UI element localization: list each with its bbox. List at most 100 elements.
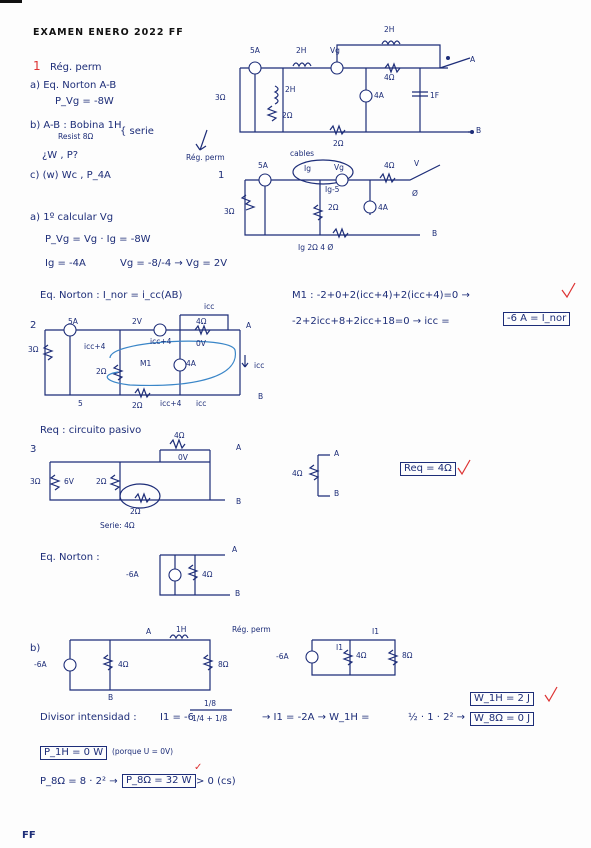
norton-wires [159,554,230,596]
page-title: EXAMEN ENERO 2022 FF [33,27,184,38]
tc-2R-a: 2Ω [282,111,293,120]
p8r-box: P_8Ω = 32 W [122,774,196,788]
pa-l1: a) 1º calcular Vg [30,212,114,223]
req-2R: 2Ω [96,477,107,486]
p1h-box: P_1H = 0 W [40,746,108,760]
divisor-num: 1/8 [204,699,217,708]
norton-title: Eq. Norton : [40,552,100,563]
mesh-result-box: -6 A = I_nor [503,312,571,326]
part-b-serie: { serie [120,126,154,137]
pb-rp: Rég. perm [232,625,271,634]
check-mark: ✓ [194,762,203,773]
c2-icc: icc [204,302,215,311]
pb-8R-r: 8Ω [402,651,413,660]
c2-number: 2 [30,320,37,331]
c2-icc4: icc+4 [84,342,106,351]
tc-2H: 2H [296,46,307,55]
req-3R: 3Ω [30,477,41,486]
c2-4A: 4A [186,359,196,368]
c2-2V: 2V [132,317,142,326]
p1h-note: (porque U = 0V) [112,747,174,756]
tc-1F: 1F [430,91,440,100]
divisor-eq2: → I1 = -2A → W_1H = [262,712,370,723]
req-eq-A: A [334,449,340,458]
c1-bottom: Ig 2Ω 4 Ø [298,243,334,252]
pa-l5: Eq. Norton : I_nor = i_cc(AB) [40,290,183,301]
req-B: B [236,497,242,506]
p8r-note: > 0 (cs) [196,776,236,787]
norton-4R: 4Ω [202,570,213,579]
partb-right-wires [311,639,399,676]
c2-icc4c: icc+4 [160,399,182,408]
pb-6A-r: -6A [276,652,289,661]
pb-4R: 4Ω [118,660,129,669]
mesh-eq2: -2+2icc+8+2icc+18=0 → icc = [292,316,450,327]
divisor-den: 1/4 + 1/8 [192,714,228,723]
part-b-question: ¿W , P? [42,150,79,161]
c2-B: B [258,392,264,401]
tc-2H-b: 2H [384,25,395,34]
pb-A: A [146,627,152,636]
divisor-eq1: I1 = -6 · [160,712,201,723]
c1-B: B [432,229,438,238]
c2-icc4b: icc+4 [150,337,172,346]
pb-I1: I1 [372,627,379,636]
c2-2R: 2Ω [96,367,107,376]
problem-number: 1 [33,59,41,73]
req-eq-B: B [334,489,340,498]
w8r-box: W_8Ω = 0 J [470,712,535,726]
req-number: 3 [30,444,37,455]
top-circuit-wires [239,40,471,136]
part-a-line: a) Eq. Norton A-B [30,80,117,91]
c2-A: A [246,321,252,330]
c2-M1: M1 [140,359,152,368]
c1-Ig-5: Ig-5 [325,185,340,194]
circuit3-wires [49,438,330,509]
part-c-line: c) (w) Wc , P_4A [30,170,111,181]
req-title: Req : circuito pasivo [40,425,142,436]
tc-B: B [476,126,482,135]
c1-4A: 4A [378,203,388,212]
tc-Vg: Vg [330,46,340,55]
problem-title: Rég. perm [50,62,102,73]
tc-2R-b: 2Ω [333,139,344,148]
arrow-note: Rég. perm [186,153,225,162]
c1-Ig: Ig [304,164,311,173]
req-result-box: Req = 4Ω [400,462,456,476]
c1-cables: cables [290,149,315,158]
tc-4R: 4Ω [384,73,395,82]
c2-2R-b: 2Ω [132,401,143,410]
pb-B: B [108,693,114,702]
tc-3R: 3Ω [215,93,226,102]
norton-6A: -6A [126,570,139,579]
c1-phi: Ø [412,189,418,198]
c2-3R: 3Ω [28,345,39,354]
c1-5A: 5A [258,161,268,170]
req-A: A [236,443,242,452]
c2-icc-r: icc [254,361,265,370]
tc-A: A [470,55,476,64]
c1-2R: 2Ω [328,203,339,212]
norton-A: A [232,545,238,554]
circuit2-wires [42,314,249,399]
pb-6A: -6A [34,660,47,669]
part-b-line1: b) A-B : Bobina 1H [30,120,122,131]
pa-l3: Ig = -4A [45,258,86,269]
req-0V: 0V [178,453,188,462]
footer-mark: FF [22,830,36,841]
c2-5A: 5A [68,317,78,326]
pb-I1b: I1 [336,643,343,652]
tc-2H-c: 2H [285,85,296,94]
tc-5A: 5A [250,46,260,55]
divisor-text: Divisor intensidad : [40,712,137,723]
tc-4A: 4A [374,91,384,100]
part-a-sub: P_Vg = -8W [55,96,114,107]
req-2R-b: 2Ω [130,507,141,516]
req-6V: 6V [64,477,74,486]
c2-0V: 0V [196,339,206,348]
pb-1H: 1H [176,625,187,634]
partb-left-wires [69,634,214,691]
req-serie: Serie: 4Ω [100,521,135,530]
c2-5: 5 [78,399,83,408]
